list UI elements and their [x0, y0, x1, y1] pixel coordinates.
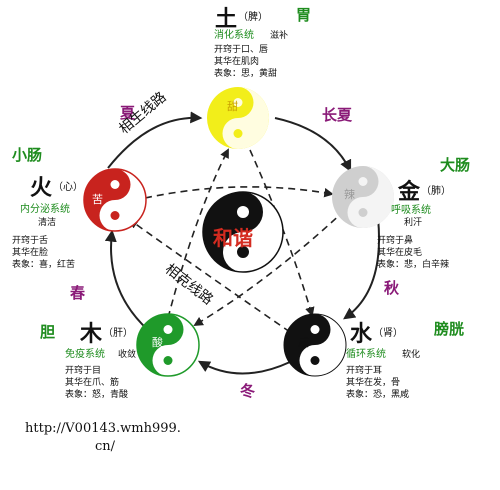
taste-water: 咸 — [298, 336, 309, 349]
fire-line-1: 开窍于舌 — [12, 236, 49, 246]
taste-fire: 苦 — [92, 193, 103, 206]
yinyang-wood — [136, 313, 200, 377]
metal-system: 呼吸系统 — [391, 205, 431, 216]
wood-action: 收敛 — [118, 350, 137, 360]
earth-line-2: 其华在肌肉 — [214, 57, 260, 67]
season-long-summer: 长夏 — [322, 106, 353, 124]
fire-line-3: 表象：喜，红苦 — [12, 260, 76, 270]
water-action: 软化 — [402, 350, 421, 360]
earth-fu: 胃 — [296, 6, 312, 24]
season-winter: 冬 — [240, 382, 256, 400]
wood-system: 免疫系统 — [65, 349, 105, 360]
fire-system: 内分泌系统 — [20, 204, 70, 215]
season-summer: 夏 — [120, 104, 136, 122]
water-line-3: 表象：恐，黑咸 — [346, 390, 410, 400]
metal-line-2: 其华在皮毛 — [377, 248, 423, 258]
wood-line-3: 表象：怒，青酸 — [65, 390, 129, 400]
source-url-line-1: http://V00143.wmh999. — [25, 421, 181, 436]
metal-organ: （肺） — [421, 186, 451, 197]
arrow-earth-to-water — [249, 149, 315, 317]
earth-line-1: 开窍于口、唇 — [214, 45, 269, 55]
wood-line-2: 其华在爪、筋 — [65, 378, 120, 388]
water-fu: 膀胱 — [434, 320, 465, 338]
wood-organ: （肝） — [103, 328, 133, 339]
wood-char: 木 — [80, 321, 103, 347]
water-organ: （肾） — [373, 328, 403, 339]
metal-line-3: 表象：悲，白辛辣 — [377, 260, 450, 270]
source-url-line-2: cn/ — [95, 439, 116, 454]
earth-line-3: 表象：思，黄甜 — [214, 69, 278, 79]
season-autumn: 秋 — [384, 279, 400, 297]
fire-organ: （心） — [53, 182, 83, 193]
earth-organ: （脾） — [238, 12, 268, 23]
earth-action: 滋补 — [270, 31, 289, 41]
fire-line-2: 其华在脸 — [12, 248, 49, 258]
taste-metal: 辣 — [344, 188, 355, 201]
wood-line-1: 开窍于目 — [65, 366, 102, 376]
water-line-1: 开窍于耳 — [346, 366, 383, 376]
arrow-water-to-fire — [128, 218, 291, 333]
yinyang-center — [202, 191, 284, 273]
wood-fu: 胆 — [40, 323, 56, 341]
arrow-wood-to-fire — [104, 229, 149, 331]
arrow-metal-to-water — [343, 217, 380, 320]
metal-fu: 大肠 — [440, 156, 471, 174]
generating-cycle-arrows — [104, 111, 380, 375]
arrow-metal-to-wood — [193, 209, 346, 326]
fire-fu: 小肠 — [12, 146, 43, 164]
yinyang-metal — [332, 166, 394, 228]
season-spring: 春 — [70, 284, 86, 302]
water-char: 水 — [350, 321, 373, 347]
water-system: 循环系统 — [346, 349, 386, 360]
taste-wood: 酸 — [152, 336, 163, 349]
earth-char: 土 — [215, 6, 238, 32]
yinyang-earth — [207, 87, 269, 149]
arrow-fire-to-earth — [107, 111, 203, 169]
yinyang-water — [283, 313, 347, 377]
arrow-water-to-wood — [197, 360, 291, 375]
arrow-earth-to-metal — [274, 117, 352, 173]
metal-char: 金 — [398, 179, 421, 205]
controlling-cycle-arrows — [128, 148, 346, 333]
fire-char: 火 — [30, 175, 53, 201]
fire-action: 清洁 — [38, 218, 57, 228]
metal-action: 利汗 — [404, 218, 423, 228]
yinyang-fire — [83, 168, 147, 232]
center-label: 和谐 — [213, 226, 253, 250]
arrow-wood-to-earth — [167, 148, 229, 319]
taste-earth: 甜 — [227, 100, 238, 113]
earth-system: 消化系统 — [214, 30, 254, 41]
water-line-2: 其华在发，骨 — [346, 378, 401, 388]
metal-line-1: 开窍于鼻 — [377, 236, 414, 246]
